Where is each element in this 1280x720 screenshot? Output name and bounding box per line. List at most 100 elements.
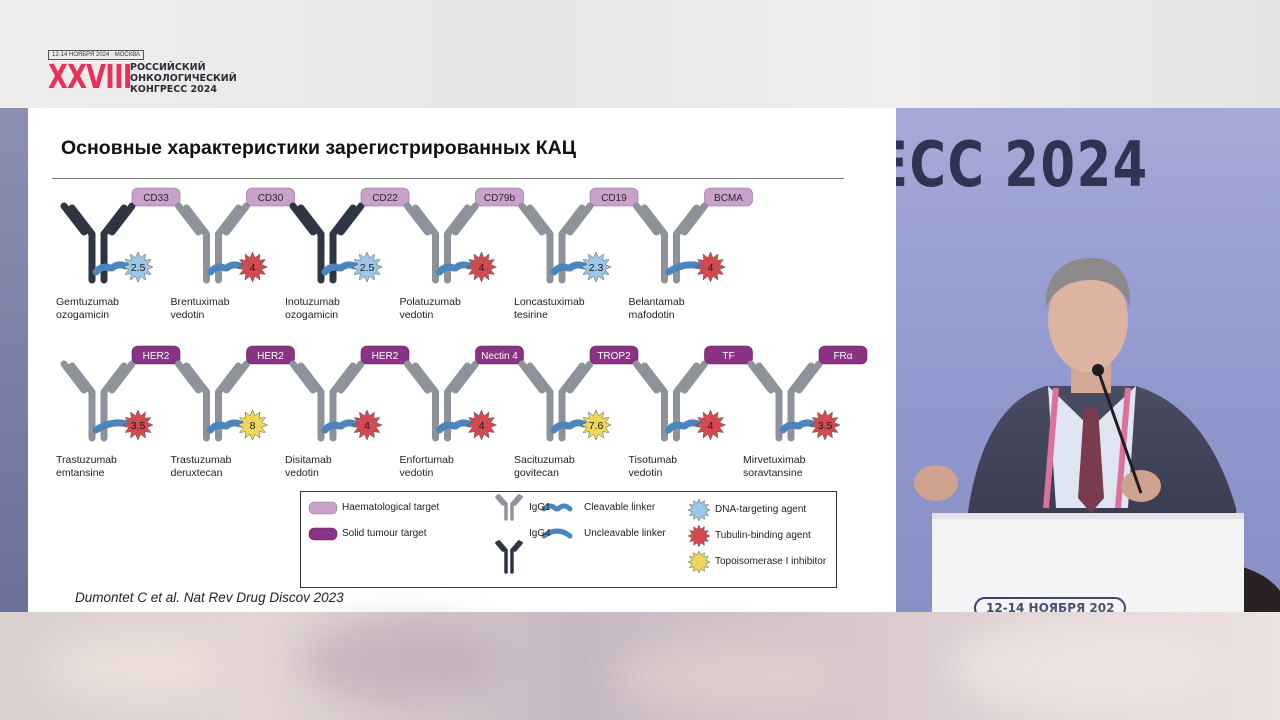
adc-diagram: CD332.5CD304CD222.5CD79b4CD192.3BCMA4HER… [60,187,868,442]
drug-name-line: Trastuzumab [56,454,117,466]
dar-value: 4 [479,262,485,274]
drug-name-line: Brentuximab [170,296,230,308]
linker-icon [92,419,132,434]
target-tag [131,345,181,365]
congress-name-line-2: ОНКОЛОГИЧЕСКИЙ [130,73,237,84]
drug-name-line: Inotuzumab [285,296,340,308]
target-tag [704,187,753,207]
congress-name-line-1: РОССИЙСКИЙ [130,62,206,73]
drug-name-line: govitecan [514,467,559,479]
target-tag-label: TF [722,351,734,362]
target-tag-label: TROP2 [597,351,631,362]
payload-icon [351,251,383,283]
backdrop-text: ЕСС 2024 [896,128,1149,201]
drug-name-line: ozogamicin [56,309,110,321]
payload-icon [236,251,269,283]
speaker-tie [1078,408,1104,513]
slide-title: Основные характеристики зарегистрированн… [61,137,576,159]
drug-name-line: Tisotumab [628,454,678,466]
drug-name-line: vedotin [628,467,663,479]
linker-icon [779,419,817,434]
linker-icon [550,261,588,276]
dar-value: 8 [250,420,256,432]
congress-banner: 12-14 НОЯБРЯ 2024 · МОСКВА XXVIII РОССИЙ… [0,0,1280,108]
dar-value: 7.6 [589,420,604,432]
dar-value: 4 [479,420,485,432]
legend: Haematological target Solid tumour targe… [300,491,837,588]
drug-name-line: Loncastuximab [514,296,585,308]
speaker-left-hand [914,465,958,501]
target-tag-label: CD30 [258,193,284,204]
congress-name: РОССИЙСКИЙ ОНКОЛОГИЧЕСКИЙ КОНГРЕСС 2024 [130,62,237,95]
drug-name-line: Trastuzumab [170,454,232,466]
linker-icon [207,261,244,276]
target-tag-label: CD33 [143,193,169,204]
legend-topo-label: Topoisomerase I inhibitor [715,556,827,567]
drug-name-line: Mirvetuximab [743,454,806,466]
linker-icon [550,419,588,434]
payload-icon [694,409,727,441]
speaker-video-panel: ЕСС 2024 12-14 НОЯБРЯ 202 [896,108,1280,612]
target-tag-label: BCMA [714,193,743,204]
legend-dna-label: DNA-targeting agent [715,504,807,515]
dar-value: 3.5 [818,420,833,432]
microphone-head [1092,364,1104,376]
target-tag [475,345,524,365]
congress-name-line-3: КОНГРЕСС 2024 [130,84,217,95]
drug-name-line: Belantamab [628,296,685,308]
target-tag-label: HER2 [143,351,170,362]
target-tag-label: FRα [833,351,852,362]
presentation-slide: Основные характеристики зарегистрированн… [28,108,896,612]
legend-symbols [308,494,711,574]
drug-name-line: Polatuzumab [399,296,461,308]
payload-icon [351,409,383,441]
legend-igg4-icon [495,540,523,574]
linker-icon [321,261,359,276]
legend-tubulin-label: Tubulin-binding agent [715,530,811,541]
drug-name-line: vedotin [170,309,205,321]
adc-item: Nectin 44 [404,345,524,442]
linker-icon [665,261,704,276]
payload-icon [809,409,841,441]
congress-logo: 12-14 НОЯБРЯ 2024 · МОСКВА XXVIII РОССИЙ… [48,50,248,100]
linker-icon [207,419,244,434]
payload-icon [465,251,498,283]
target-tag [589,345,639,365]
target-tag [246,187,295,207]
dar-value: 4 [364,420,370,432]
podium: 12-14 НОЯБРЯ 202 [932,513,1244,612]
slide-left-strip [0,108,28,612]
linker-icon [436,261,473,276]
drug-name-line: vedotin [399,309,434,321]
drug-name-line: Sacituzumab [514,454,575,466]
dar-value: 4 [708,420,714,432]
legend-solid-swatch [308,527,338,541]
adc-item: HER2 4 [289,345,410,442]
target-tag-label: HER2 [372,351,399,362]
payload-icon [236,409,269,441]
drug-name-line: Gemtuzumab [56,296,120,308]
legend-haematological-swatch [308,501,338,515]
target-tag-label: CD22 [372,193,398,204]
adc-item: TF 4 [633,345,753,442]
legend-topo-star [687,550,711,574]
legend-uncleavable-label: Uncleavable linker [584,528,666,539]
speaker-right-hand [1121,470,1161,502]
legend-igg1-label: IgG1 [529,502,551,513]
congress-roman-numeral: XXVIII [48,57,132,96]
antibody-icon [175,202,250,284]
payload-icon [122,409,154,441]
podium-date: 12-14 НОЯБРЯ 202 [974,597,1127,612]
